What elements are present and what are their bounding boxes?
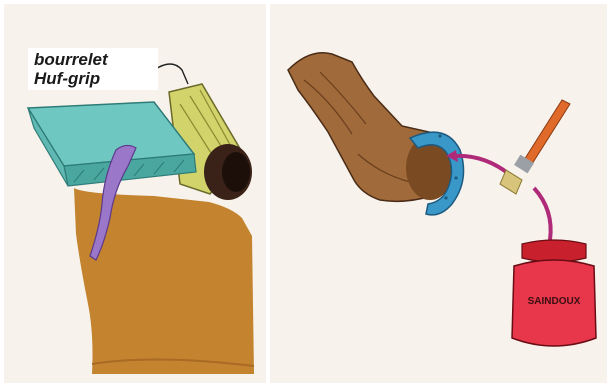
panel-lard-application: SAINDOUX bbox=[270, 4, 607, 383]
label-line-1: bourrelet bbox=[34, 50, 152, 69]
lard-application-drawing: SAINDOUX bbox=[270, 4, 607, 383]
huf-grip-label: bourrelet Huf-grip bbox=[28, 48, 158, 90]
panel-huf-grip: bourrelet Huf-grip bbox=[4, 4, 266, 383]
arrow-to-brush bbox=[534, 188, 551, 240]
label-pointer bbox=[154, 64, 188, 84]
brush-handle bbox=[524, 100, 570, 164]
brush-bristles bbox=[500, 170, 522, 194]
jar-label: SAINDOUX bbox=[528, 296, 581, 307]
jar-lid bbox=[522, 240, 586, 262]
label-line-2: Huf-grip bbox=[34, 69, 152, 88]
